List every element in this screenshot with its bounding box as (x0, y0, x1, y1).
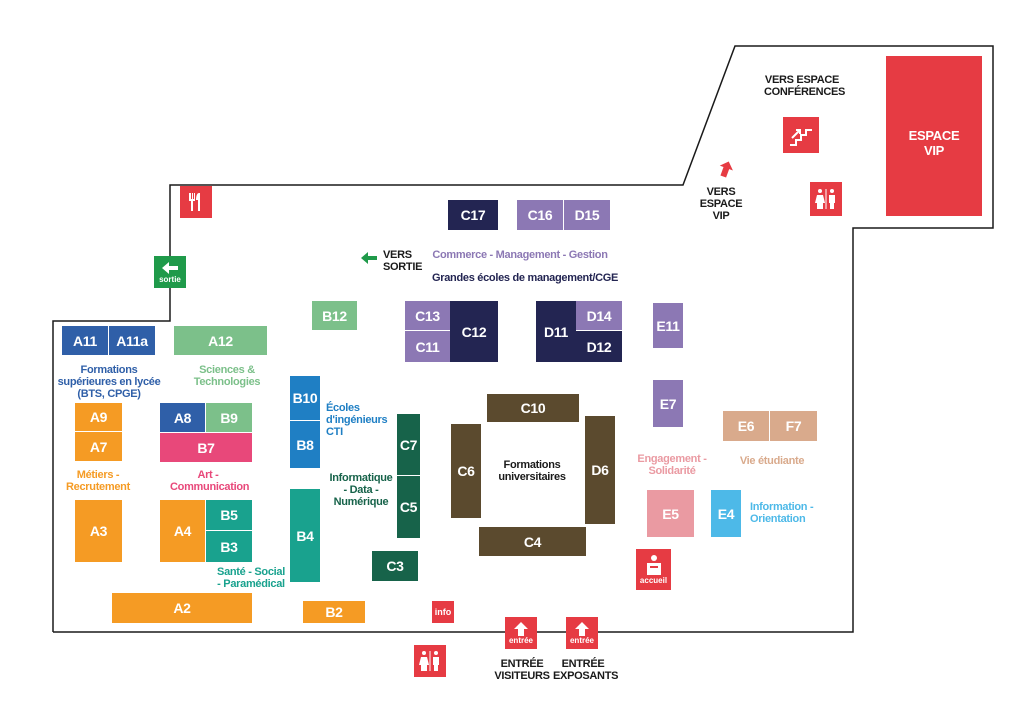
stand-c3[interactable]: C3 (372, 551, 418, 581)
restaurant-icon (180, 186, 212, 218)
reception-desk-icon (646, 555, 661, 575)
stand-a4[interactable]: A4 (160, 500, 206, 562)
stand-a12[interactable]: A12 (174, 326, 267, 355)
stand-b9[interactable]: B9 (206, 403, 252, 432)
info-sign[interactable]: info (432, 601, 454, 623)
stand-c11[interactable]: C11 (405, 331, 450, 362)
label-art-communication: Art - Communication (170, 469, 250, 493)
exit-arrow-icon (361, 252, 377, 264)
stand-b5[interactable]: B5 (206, 500, 252, 531)
stand-c7[interactable]: C7 (397, 414, 420, 476)
stand-b2[interactable]: B2 (303, 601, 365, 623)
label-formations-superieures: Formations supérieures en lycée (BTS, CP… (57, 364, 161, 400)
stand-b8[interactable]: B8 (290, 421, 320, 468)
label-vers-vip: VERS ESPACE VIP (699, 186, 743, 222)
accueil-sign[interactable]: accueil (636, 549, 671, 590)
stand-b12[interactable]: B12 (312, 301, 357, 330)
accueil-label: accueil (639, 576, 668, 585)
stairs-icon (783, 117, 819, 153)
stand-a2[interactable]: A2 (112, 593, 252, 623)
label-informatique: Informatique - Data - Numérique (329, 472, 393, 508)
label-vie-etudiante: Vie étudiante (739, 455, 805, 467)
label-engagement-solidarite: Engagement - Solidarité (637, 453, 707, 477)
label-sciences-technologies: Sciences & Technologies (193, 364, 261, 388)
label-entree-exposants: ENTRÉE EXPOSANTS (553, 658, 619, 682)
stand-a11[interactable]: A11 (62, 326, 109, 355)
stand-a8[interactable]: A8 (160, 403, 206, 432)
stand-c12[interactable]: C12 (450, 301, 498, 362)
label-sante-social-paramedical: Santé - Social - Paramédical (217, 566, 285, 590)
sortie-sign[interactable]: sortie (154, 256, 186, 288)
entree-sign-label: entrée (508, 635, 533, 645)
stand-e7[interactable]: E7 (653, 380, 683, 427)
espace-vip[interactable]: ESPACE VIP (886, 56, 982, 216)
stand-a7[interactable]: A7 (75, 432, 122, 461)
restroom-icon (810, 182, 842, 216)
stand-c16[interactable]: C16 (517, 200, 564, 230)
label-information-orientation: Information - Orientation (750, 501, 814, 525)
stand-b3[interactable]: B3 (206, 531, 252, 562)
up-arrow-icon (719, 161, 733, 178)
label-vers-sortie: VERS SORTIE (383, 249, 423, 273)
stand-c17[interactable]: C17 (448, 200, 498, 230)
stand-c4[interactable]: C4 (479, 527, 586, 556)
stand-b10[interactable]: B10 (290, 376, 320, 421)
stand-b7[interactable]: B7 (160, 433, 252, 462)
stand-c5[interactable]: C5 (397, 476, 420, 538)
sortie-sign-label: sortie (159, 274, 181, 284)
entree-visiteurs-sign[interactable]: entrée (505, 617, 537, 649)
stand-d12[interactable]: D12 (576, 331, 622, 362)
label-grandes-ecoles: Grandes écoles de management/CGE (431, 272, 619, 284)
stand-e11[interactable]: E11 (653, 303, 683, 348)
stand-e4[interactable]: E4 (711, 490, 741, 537)
stand-c6[interactable]: C6 (451, 424, 481, 518)
stand-e5[interactable]: E5 (647, 490, 694, 537)
stand-a9[interactable]: A9 (75, 403, 122, 432)
label-formations-universitaires: Formations universitaires (498, 459, 566, 483)
stand-c10[interactable]: C10 (487, 394, 579, 422)
stand-d6[interactable]: D6 (585, 416, 615, 524)
entree-exposants-sign[interactable]: entrée (566, 617, 598, 649)
stand-a3[interactable]: A3 (75, 500, 122, 562)
stand-d14[interactable]: D14 (576, 301, 622, 331)
label-metiers-recrutement: Métiers - Recrutement (66, 469, 130, 493)
label-ecoles-ingenieurs: Écoles d'ingénieurs CTI (326, 402, 388, 438)
entree-sign-label: entrée (569, 635, 594, 645)
stand-c13[interactable]: C13 (405, 301, 450, 331)
label-commerce-management: Commerce - Management - Gestion (432, 249, 608, 261)
stand-a11a[interactable]: A11a (109, 326, 155, 355)
stand-d11[interactable]: D11 (536, 301, 576, 362)
info-label: info (434, 607, 452, 617)
stand-b4[interactable]: B4 (290, 489, 320, 582)
stand-e6[interactable]: E6 (723, 411, 770, 441)
restroom-icon (414, 645, 446, 677)
label-vers-conferences: VERS ESPACE CONFÉRENCES (764, 74, 846, 98)
stand-f7[interactable]: F7 (770, 411, 817, 441)
label-entree-visiteurs: ENTRÉE VISITEURS (494, 658, 550, 682)
stand-d15[interactable]: D15 (564, 200, 610, 230)
